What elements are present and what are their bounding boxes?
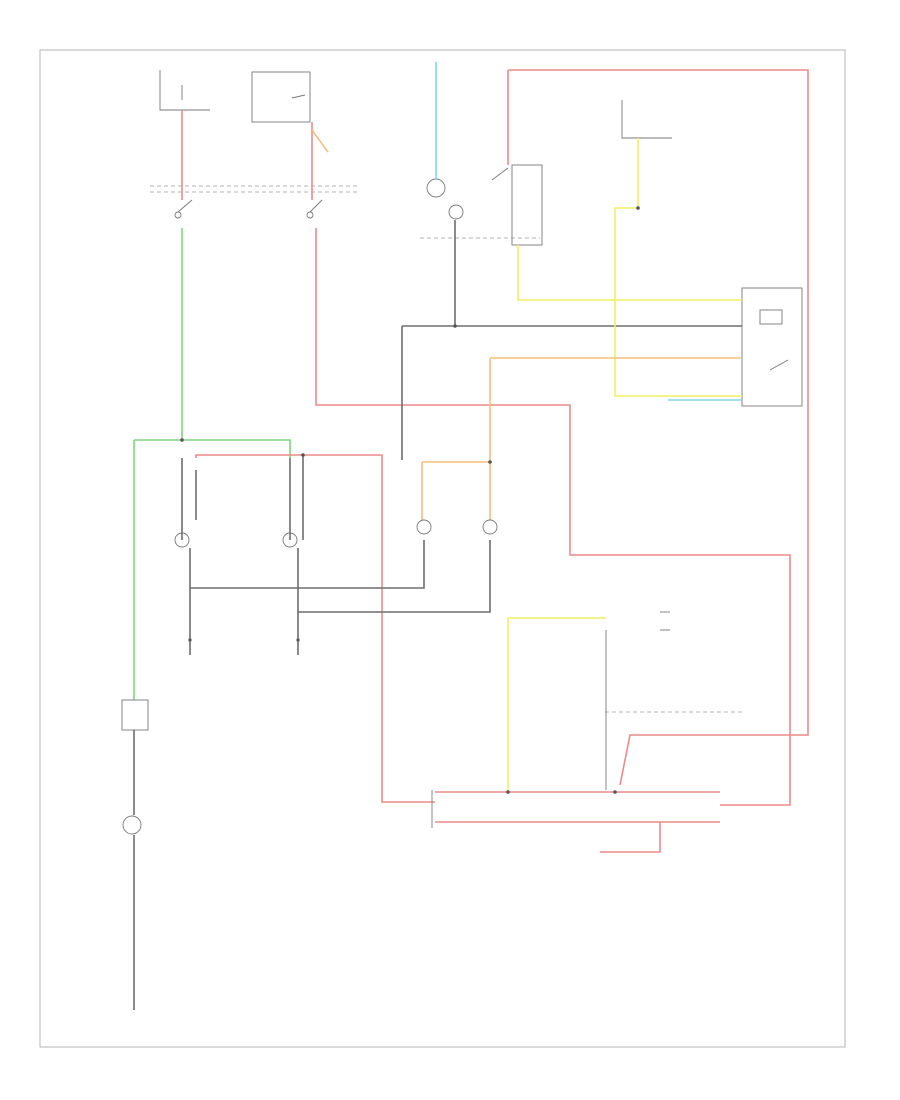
wire-red-top-loop: [508, 69, 809, 786]
hazard-flasher: [121, 699, 149, 835]
node-1: [453, 324, 457, 328]
wire-green-loop: [134, 439, 291, 458]
node-4: [301, 453, 305, 457]
ground-left: [188, 638, 192, 642]
wire-red-lamp-loop: [195, 454, 435, 803]
node-7: [636, 206, 640, 210]
wire-red-center-down: [315, 228, 791, 806]
bottom-connector: [660, 611, 670, 631]
brake-switch: [174, 199, 323, 219]
wire-ground-bus-2: [297, 540, 491, 613]
fuse-box-left: [159, 70, 210, 111]
wire-ground-bus-1: [189, 540, 425, 589]
wire-orange-stub: [311, 129, 329, 153]
node-3: [180, 438, 184, 442]
wire-yellow-switch: [517, 245, 742, 301]
turn-signal-switch: [426, 164, 543, 246]
node-2: [488, 460, 492, 464]
lamp-center-left: [416, 519, 432, 535]
lamp-center-right: [482, 519, 498, 535]
node-5: [506, 790, 510, 794]
node-6: [613, 790, 617, 794]
wire-red-bottom-drop: [600, 822, 661, 853]
fuse-box-center: [251, 71, 311, 123]
lamp-left: [174, 532, 190, 548]
wire-yellow-fuse: [614, 138, 742, 397]
fuse-box-right: [621, 100, 672, 139]
ground-right: [296, 638, 300, 642]
flasher-module: [741, 287, 803, 407]
lamp-right: [282, 532, 298, 548]
diagram-frame: [39, 49, 846, 1048]
